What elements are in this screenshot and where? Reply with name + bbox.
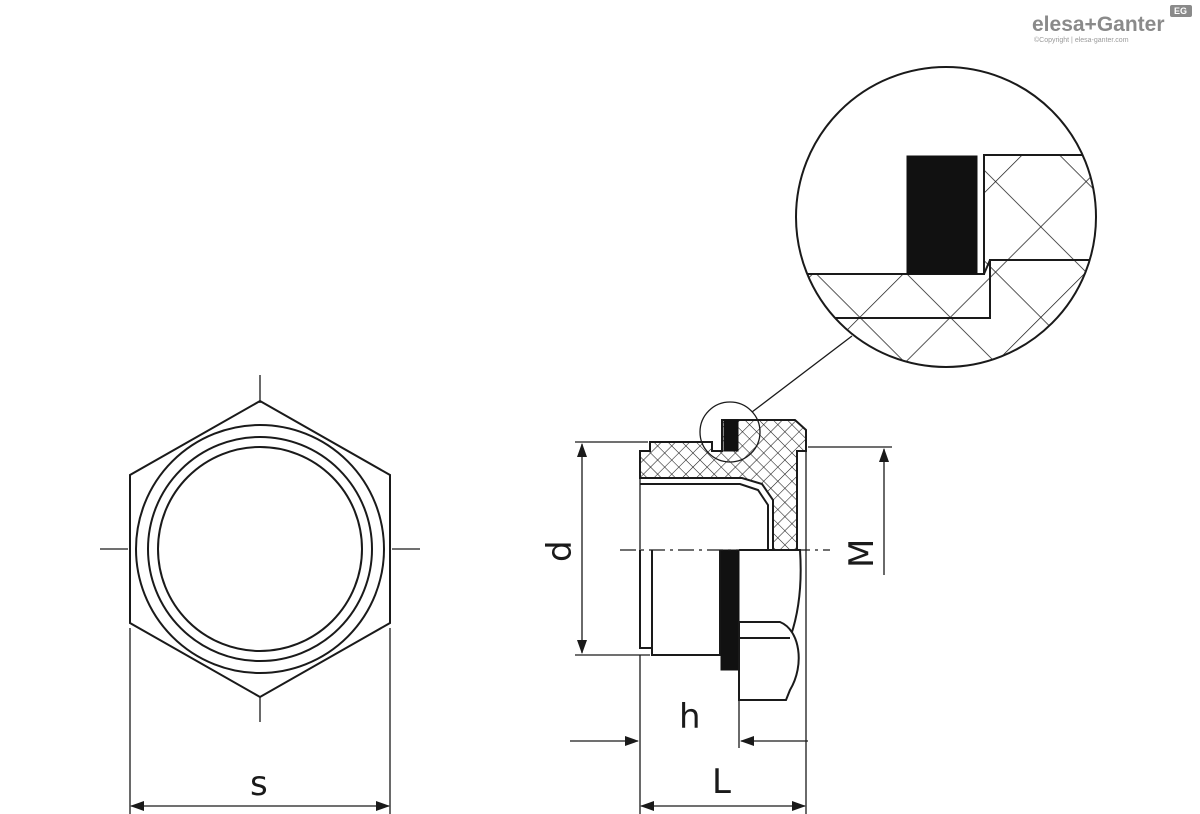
brand-copyright: ©Copyright | elesa-ganter.com [1034,36,1129,44]
detail-outline-corner [983,259,991,275]
detail-seal [906,155,978,275]
flange-circle-outer [135,424,385,674]
seal-lower [720,549,740,671]
cavity-outline [640,483,769,550]
brand-name: elesa+Ganter [1032,13,1165,36]
dimension-label-m: M [842,539,882,568]
thread-outline-lower [639,550,721,656]
brand-badge-text: EG [1174,6,1187,16]
flange-circle-mid [147,436,373,662]
lens-cap [738,621,800,701]
detail-marker-circle [699,401,761,463]
brand-logo: elesa+Ganter ©Copyright | elesa-ganter.c… [1032,5,1192,44]
dimension-label-l: L [712,762,731,802]
detail-hatched-body [796,155,1096,367]
detail-zoom-view [795,66,1097,368]
seal-top [723,419,739,452]
detail-circle-border [795,66,1097,368]
hexagon-outline [129,399,391,699]
brand-badge [1170,5,1192,17]
dimension-label-s: s [250,764,268,804]
detail-leader-line [751,335,853,413]
sight-glass-circle [157,446,363,652]
side-section-view: d M h L [540,335,892,814]
detail-outline-step [796,259,1096,319]
detail-outline-upper [796,154,1096,275]
dimension-label-h: h [679,697,701,737]
dimension-label-d: d [540,540,580,562]
front-view: s [100,375,420,814]
lens-outline [739,549,802,639]
